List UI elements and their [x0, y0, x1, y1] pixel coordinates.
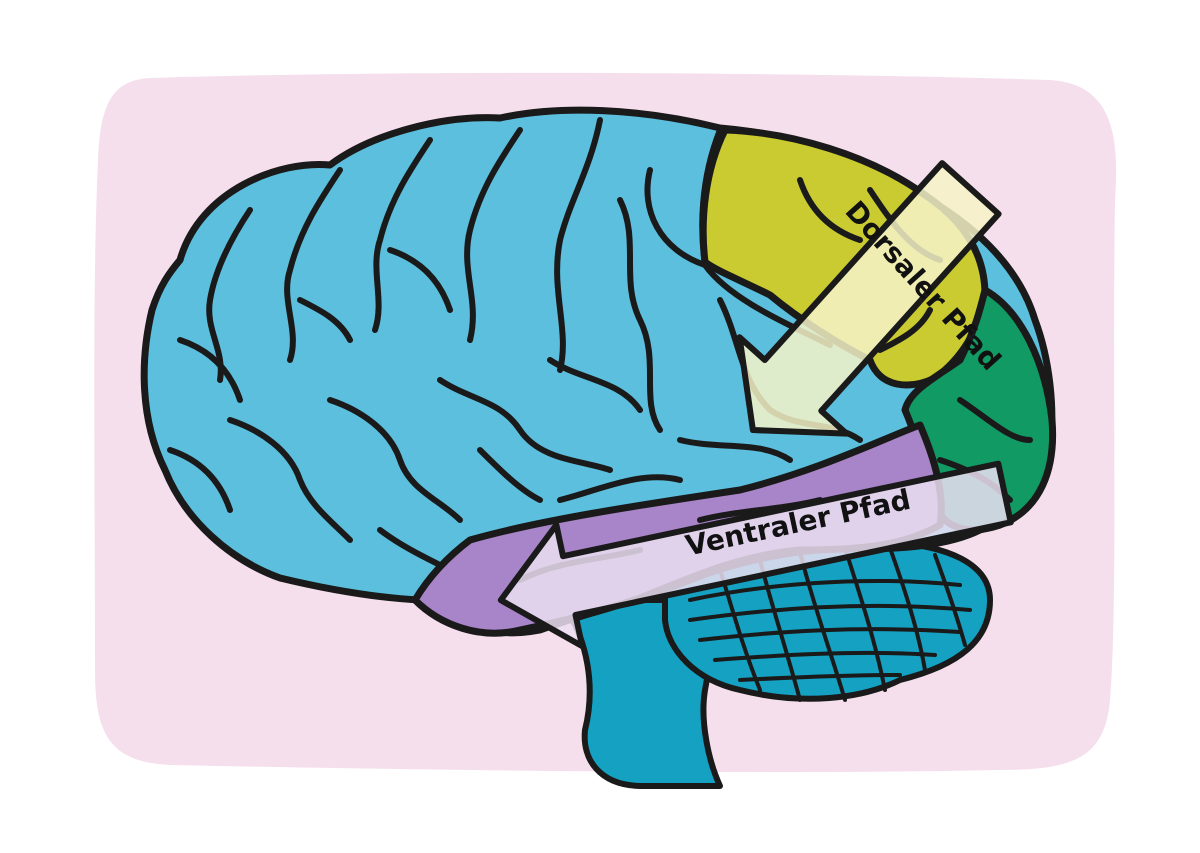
cerebellum-folia: [688, 546, 972, 702]
dorsal-pathway-arrow: [736, 160, 1002, 437]
brain-gyri: [167, 117, 1033, 583]
ventral-pathway-arrow: [497, 460, 1014, 650]
